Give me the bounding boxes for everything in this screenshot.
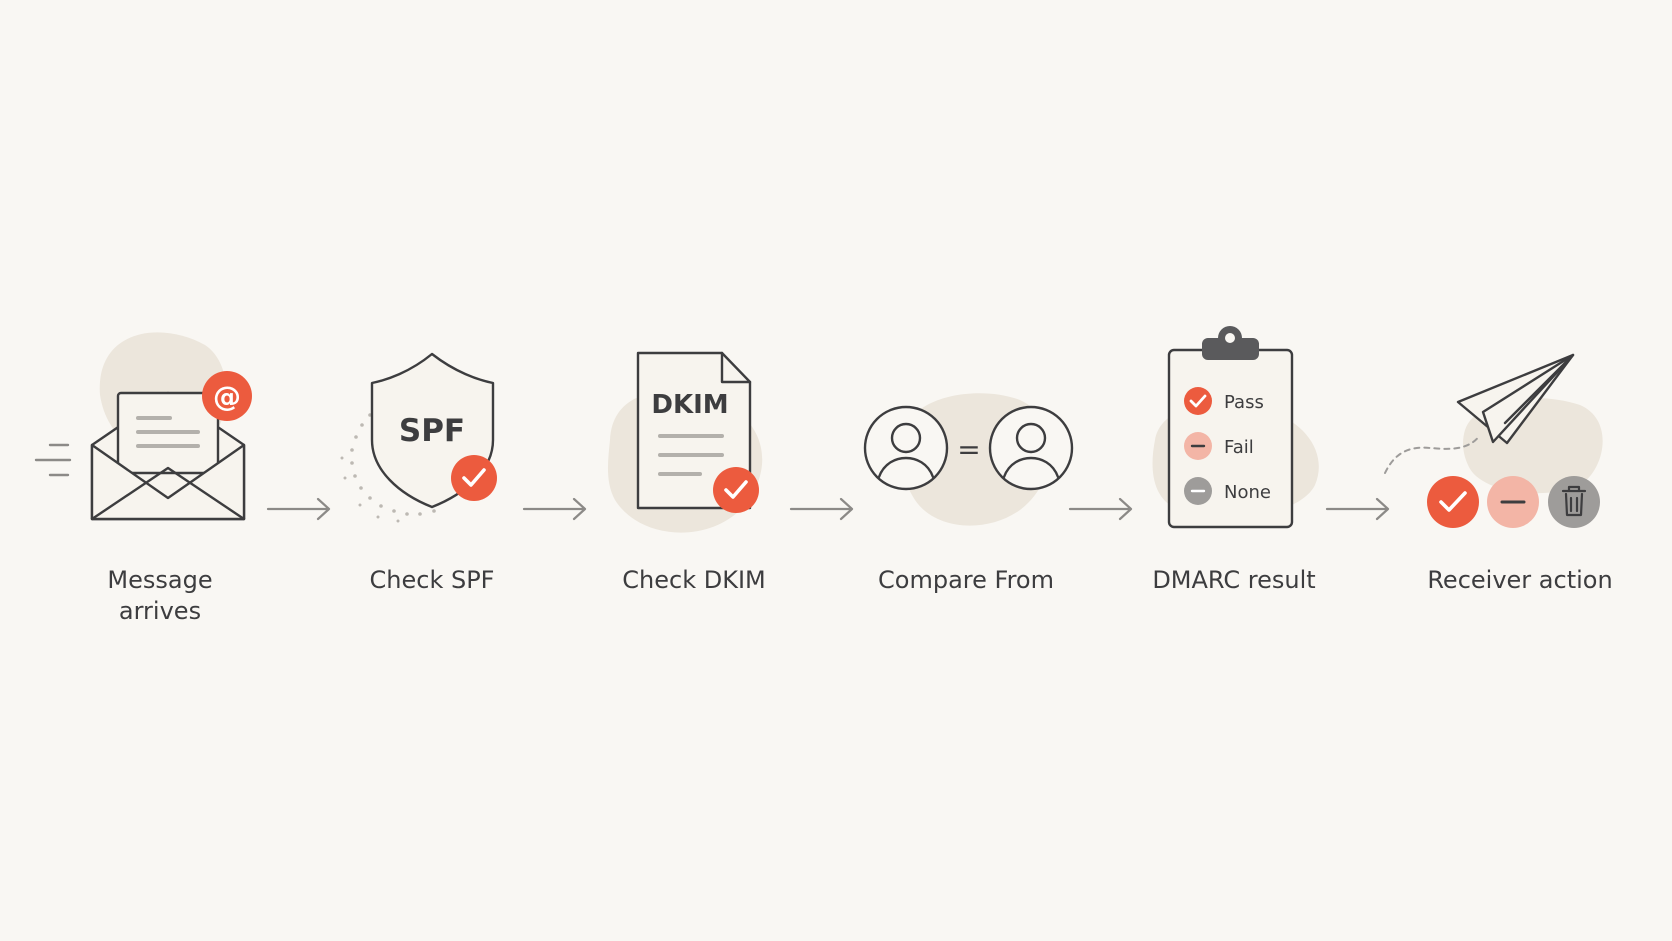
step-dmarc-result: Pass Fail None [1152,326,1319,529]
trash-icon [1548,476,1600,528]
motion-lines [34,443,72,477]
equals-sign: = [957,433,980,466]
user-icon-left [863,405,949,491]
shield-text: SPF [399,413,465,449]
user-icon-right [988,405,1074,491]
reject-action [1548,476,1600,528]
flow-arrow-3 [789,497,854,521]
document-text: DKIM [651,390,728,420]
step-message-arrives: @ [34,332,252,521]
result-fail: Fail [1184,432,1254,460]
quarantine-action [1487,476,1539,528]
check-icon [1427,476,1479,528]
result-none: None [1184,477,1271,505]
step-label-receiver-action: Receiver action [1427,566,1613,594]
result-none-label: None [1224,482,1271,503]
flow-arrow-4 [1068,497,1133,521]
dotted-arc [340,413,436,523]
result-pass: Pass [1184,387,1264,415]
dashed-trail [1384,434,1481,474]
step-compare-from: = [863,393,1074,526]
step-check-spf: SPF [340,352,497,523]
document-icon: DKIM [636,351,752,510]
step-label-message-arrives: Message arrives [107,566,213,625]
paper-plane-icon [1456,353,1575,445]
at-sign-icon: @ [202,371,252,421]
flow-arrow-5 [1325,497,1390,521]
check-badge-icon [451,455,497,501]
step-label-check-dkim: Check DKIM [622,566,766,594]
pass-icon [1184,387,1212,415]
step-label-check-spf: Check SPF [369,566,495,594]
step-receiver-action [1384,353,1603,528]
svg-text:@: @ [213,380,241,413]
result-fail-label: Fail [1224,437,1254,458]
step-check-dkim: DKIM [607,351,763,533]
accept-action [1427,476,1479,528]
step-label-compare-from: Compare From [878,566,1054,594]
flow-arrow-2 [522,497,587,521]
result-pass-label: Pass [1224,392,1264,413]
check-badge-icon [713,467,759,513]
step-label-dmarc-result: DMARC result [1152,566,1316,594]
flow-arrow-1 [266,497,331,521]
envelope-icon [90,391,246,521]
